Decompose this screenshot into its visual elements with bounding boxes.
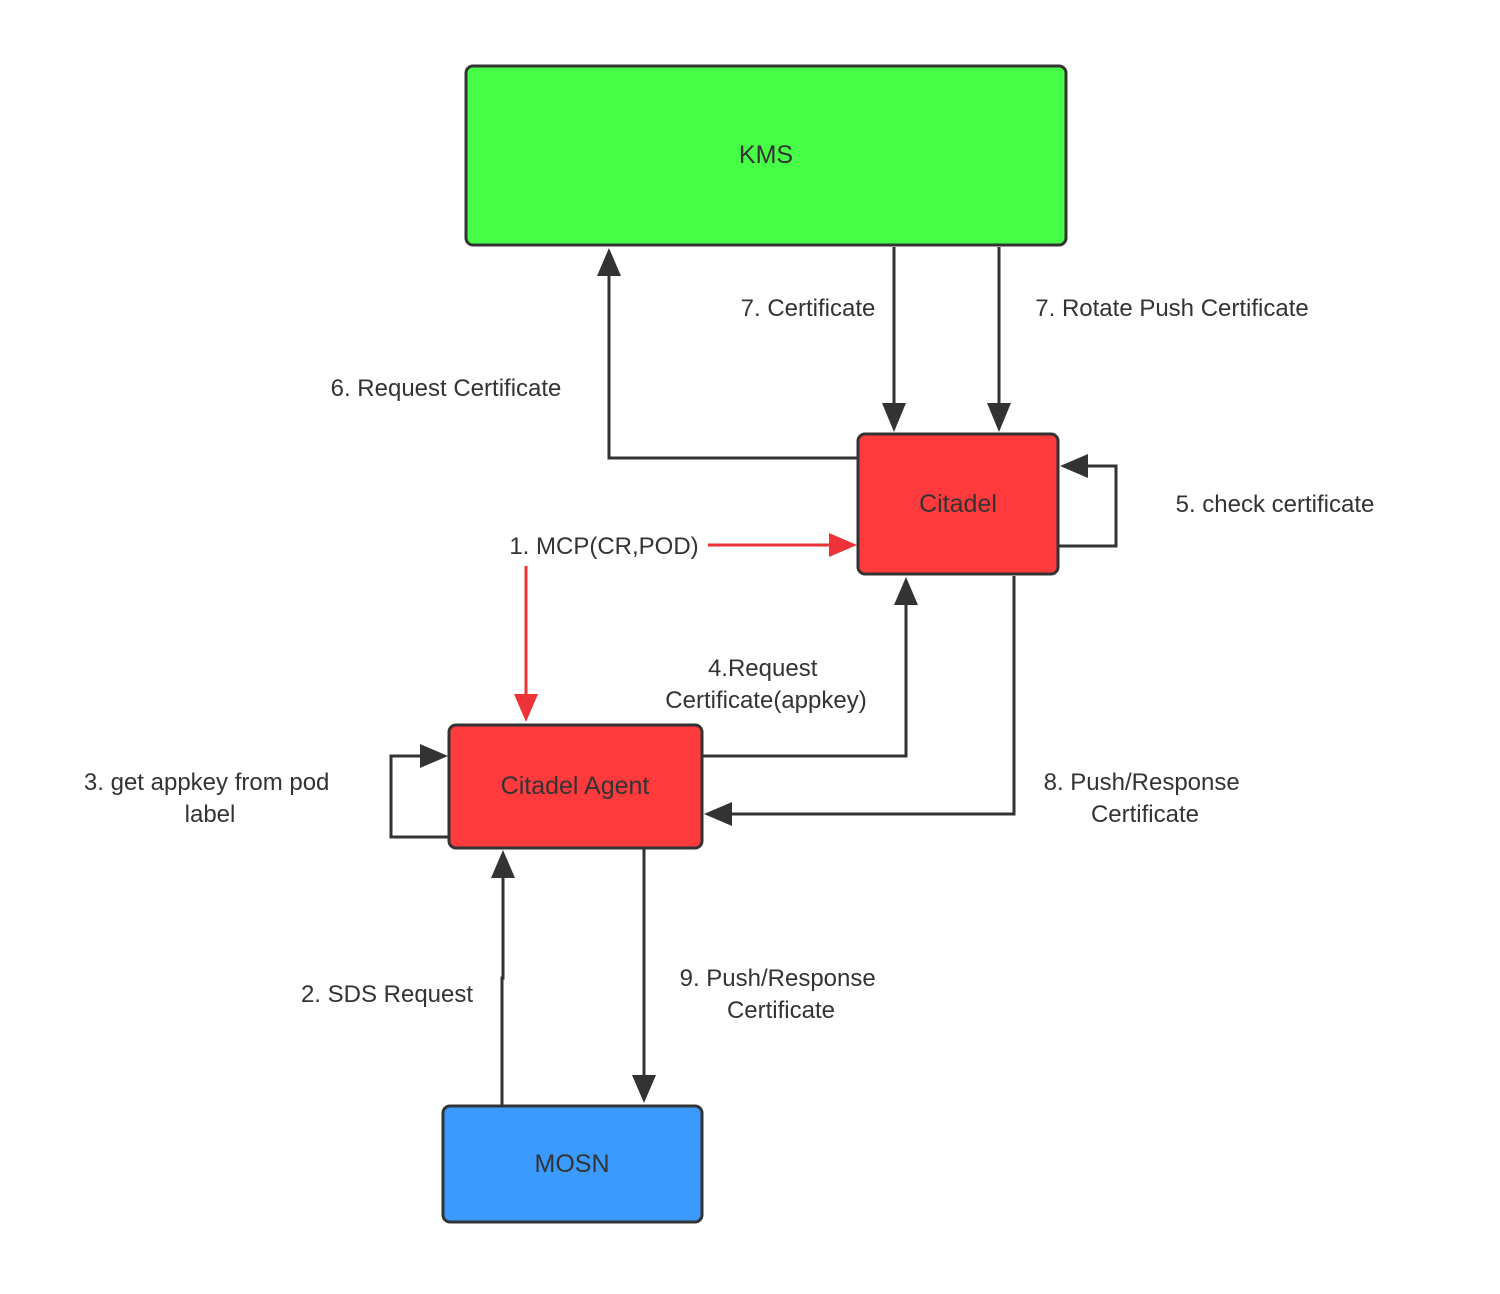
label-push-response-agent: 9. Push/Response Certificate [680, 965, 883, 1024]
label-get-appkey: 3. get appkey from pod label [84, 769, 336, 828]
edge-sds-request [500, 872, 505, 1105]
arrowhead-up-appkey [894, 577, 918, 605]
citadel-agent-label: Citadel Agent [501, 772, 650, 800]
label-request-cert-appkey: 4.Request Certificate(appkey) [665, 655, 866, 714]
citadel-label: Citadel [919, 490, 997, 518]
arrowhead-down-rotate [987, 403, 1011, 432]
label-request-cert-appkey-line-2: Certificate(appkey) [665, 687, 866, 714]
edge-push-response-citadel [728, 576, 1016, 816]
label-get-appkey-line-1: 3. get appkey from pod [84, 769, 329, 796]
edge-get-appkey [389, 754, 448, 839]
label-get-appkey-line-2: label [185, 801, 236, 828]
arrowhead-down-mcp [514, 694, 538, 722]
kms-label: KMS [739, 141, 793, 169]
citadel-agent-node: Citadel Agent [447, 723, 704, 850]
arrowhead-down-certificate [882, 403, 906, 432]
label-certificate: 7. Certificate [741, 295, 876, 322]
label-mcp: 1. MCP(CR,POD) [509, 533, 698, 560]
label-push-response-agent-line-1: 9. Push/Response [680, 965, 876, 992]
mosn-box [441, 1104, 704, 1224]
arrowhead-right-mcp [829, 533, 857, 557]
arrowhead-up-sds [491, 850, 515, 878]
label-check-certificate: 5. check certificate [1176, 491, 1375, 518]
citadel-box [856, 432, 1060, 576]
arrowhead-right-appkey-loop [420, 744, 448, 768]
mosn-node: MOSN [441, 1104, 704, 1224]
label-request-certificate: 6. Request Certificate [331, 375, 562, 402]
arrowhead-down-push-9 [632, 1075, 656, 1103]
citadel-agent-box [447, 723, 704, 850]
label-push-response-citadel-line-1: 8. Push/Response [1044, 769, 1240, 796]
edge-check-certificate [1059, 464, 1118, 548]
arrowhead-left-push-8 [704, 802, 732, 826]
mosn-label: MOSN [535, 1150, 610, 1178]
label-push-response-agent-line-2: Certificate [727, 997, 835, 1024]
label-push-response-citadel-line-2: Certificate [1091, 801, 1199, 828]
label-rotate-push: 7. Rotate Push Certificate [1035, 295, 1308, 322]
label-push-response-citadel: 8. Push/Response Certificate [1044, 769, 1247, 828]
arrowhead-up-kms [597, 248, 621, 276]
edge-request-cert-appkey [703, 598, 908, 758]
arrowhead-left-check [1060, 454, 1088, 478]
label-request-cert-appkey-line-1: 4.Request [708, 655, 818, 682]
citadel-node: Citadel [856, 432, 1060, 576]
edge-request-certificate [607, 268, 858, 460]
label-sds-request: 2. SDS Request [301, 981, 473, 1008]
kms-box [464, 64, 1068, 247]
kms-node: KMS [464, 64, 1068, 247]
